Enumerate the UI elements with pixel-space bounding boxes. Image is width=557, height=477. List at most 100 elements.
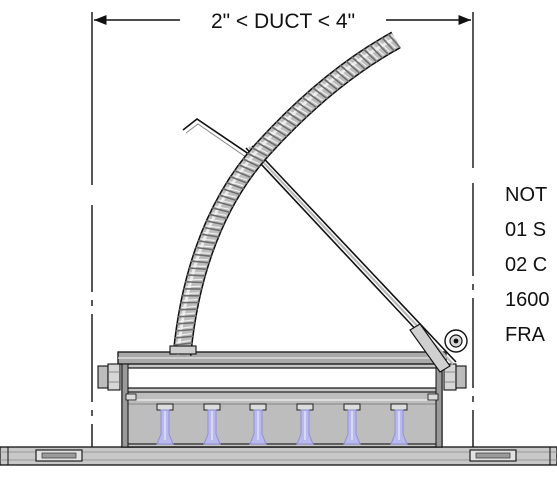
conduit-rib xyxy=(176,321,196,325)
conduit-rib xyxy=(251,146,269,158)
conduit-rib xyxy=(193,253,212,258)
conduit-rib-highlight xyxy=(184,292,200,295)
conduit-rib xyxy=(291,106,308,118)
damper-blade xyxy=(343,403,361,445)
conduit-rib-highlight xyxy=(315,87,329,97)
conduit-rib xyxy=(218,194,237,202)
conduit-rib xyxy=(222,188,241,196)
conduit-rib-highlight xyxy=(203,231,218,235)
conduit-rib-highlight xyxy=(218,199,233,204)
conduit-rib-highlight xyxy=(180,312,195,316)
conduit-rib xyxy=(174,335,194,339)
conduit-rib xyxy=(197,240,217,245)
conduit-rib xyxy=(266,131,283,143)
conduit-rib-highlight xyxy=(331,73,345,84)
conduit-rib xyxy=(226,181,244,190)
damper-blade xyxy=(156,403,174,445)
conduit-rib xyxy=(242,158,260,168)
conduit-rib xyxy=(175,328,195,332)
conduit-rib-highlight xyxy=(237,169,252,176)
conduit-rib xyxy=(187,274,206,277)
conduit-rib xyxy=(375,40,390,56)
conduit-rib-highlight xyxy=(279,120,293,129)
conduit-rib xyxy=(229,175,248,184)
conduit-rib-highlight xyxy=(360,52,373,64)
conduit-rib xyxy=(261,136,278,148)
conduit-rib xyxy=(328,73,344,87)
conduit-rib xyxy=(363,48,378,63)
conduit-rib xyxy=(369,44,384,59)
damper-blade xyxy=(296,403,314,445)
conduit-rib-highlight xyxy=(264,136,278,144)
conduit-rib xyxy=(357,52,372,67)
conduit-rib xyxy=(339,64,355,79)
conduit-rib-highlight xyxy=(177,332,192,337)
conduit-rib xyxy=(306,91,323,104)
conduit-rib xyxy=(387,33,401,49)
conduit-rib-highlight xyxy=(195,252,211,254)
conduit-rib-highlight xyxy=(299,101,313,110)
conduit-rib xyxy=(317,82,334,96)
conduit-rib xyxy=(247,152,265,163)
hinge-pivot xyxy=(444,329,468,353)
note-line-2: 01 S xyxy=(505,219,546,241)
note-line-1: NOT xyxy=(505,184,547,206)
conduit-rib xyxy=(334,69,350,83)
conduit-rib-highlight xyxy=(221,193,237,198)
conduit-rib xyxy=(203,226,222,232)
conduit-rib xyxy=(296,101,313,114)
conduit-rib xyxy=(195,246,214,251)
conduit-rib-highlight xyxy=(384,37,396,49)
conduit-rib-highlight xyxy=(179,319,194,323)
conduit-rib-highlight xyxy=(186,285,201,288)
conduit-rib xyxy=(301,96,318,109)
conduit-rib xyxy=(238,163,256,173)
conduit-rib-highlight xyxy=(229,181,244,187)
conduit-rib-highlight xyxy=(354,56,367,67)
conduit-rib-highlight xyxy=(378,41,390,53)
conduit-rib-highlight xyxy=(372,45,385,56)
conduit-rib-highlight xyxy=(390,34,402,46)
duct-dimension: 2" < DUCT < 4" xyxy=(91,10,474,460)
conduit-rib-highlight xyxy=(337,69,350,79)
conduit-rib-highlight xyxy=(215,205,230,210)
conduit-rib-highlight xyxy=(211,212,227,216)
actuator-arm xyxy=(182,118,457,373)
conduit-rib-highlight xyxy=(304,96,318,106)
conduit-rib-highlight xyxy=(274,125,288,134)
conduit-rib-highlight xyxy=(294,106,308,115)
conduit-rib-highlight xyxy=(343,65,356,75)
conduit-rib xyxy=(351,56,366,71)
conduit-rib-highlight xyxy=(269,131,283,139)
conduit-rib-highlight xyxy=(200,238,216,241)
conduit-rib xyxy=(185,281,204,284)
note-line-4: 1600 xyxy=(505,289,550,311)
conduit-ferrule xyxy=(169,345,197,355)
conduit-rib xyxy=(381,37,395,52)
conduit-rib-highlight xyxy=(233,175,248,181)
left-mounting-slot xyxy=(35,449,83,462)
conduit-rib xyxy=(345,60,361,74)
damper-blade xyxy=(390,403,408,445)
conduit-rib-highlight xyxy=(254,146,269,154)
right-mounting-slot xyxy=(469,449,517,462)
dimension-label: 2" < DUCT < 4" xyxy=(211,10,355,33)
conduit-rib-highlight xyxy=(241,163,256,170)
housing-inner-band xyxy=(125,367,439,389)
conduit-rib-highlight xyxy=(178,326,193,330)
conduit-ribs xyxy=(173,33,402,353)
conduit-rib-highlight xyxy=(326,78,339,88)
arm-link xyxy=(409,323,451,373)
conduit-rib xyxy=(270,126,288,138)
damper-housing xyxy=(117,351,447,448)
right-bolt xyxy=(443,363,467,391)
conduit-rib-highlight xyxy=(284,115,298,124)
conduit-rib-highlight xyxy=(245,157,260,165)
conduit-rib xyxy=(205,220,225,226)
conduit-rib xyxy=(208,213,228,220)
conduit-rib-highlight xyxy=(259,141,274,149)
conduit-rib-highlight xyxy=(181,305,197,309)
notes-block: NOT 01 S 02 C 1600 FRA xyxy=(505,184,550,346)
note-line-3: 02 C xyxy=(505,254,547,276)
